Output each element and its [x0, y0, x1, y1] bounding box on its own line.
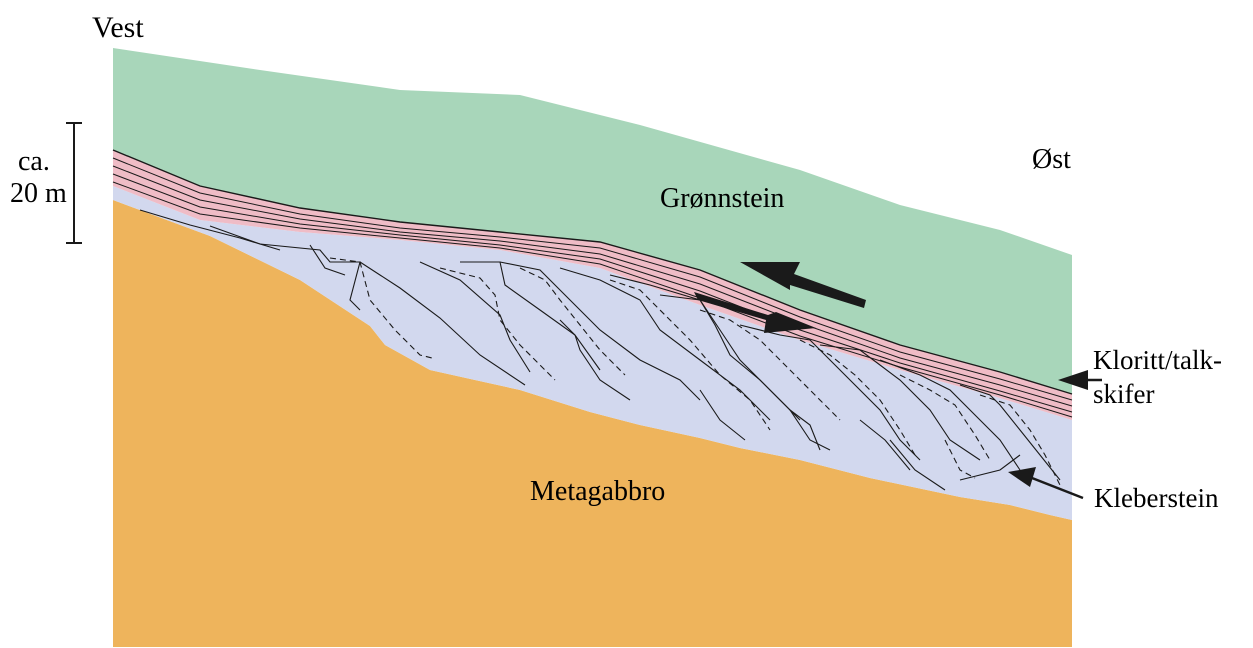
west-direction-label: Vest — [92, 13, 144, 43]
metagabbro-label: Metagabbro — [530, 478, 665, 506]
scale-label-line1: ca. — [18, 148, 50, 176]
scale-bar — [66, 123, 82, 243]
scale-label-line2: 20 m — [10, 180, 67, 208]
chlorite-talc-label-line2: skifer — [1093, 381, 1154, 408]
soapstone-label: Kleberstein — [1094, 485, 1218, 512]
east-direction-label: Øst — [1032, 146, 1071, 174]
chlorite-talc-label-line1: Kloritt/talk- — [1093, 347, 1222, 374]
greenstone-label: Grønnstein — [660, 185, 784, 213]
